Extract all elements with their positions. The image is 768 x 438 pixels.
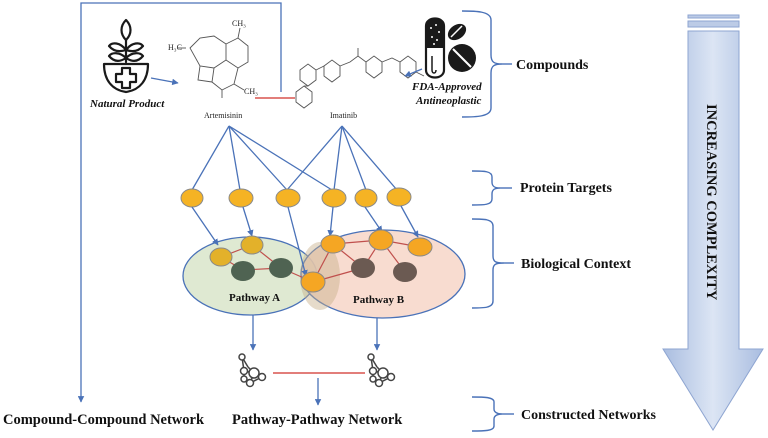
protein-target-node <box>275 188 301 208</box>
protein-target-node <box>321 188 347 208</box>
level-label-protein-targets: Protein Targets <box>520 181 612 196</box>
natural-product-label: Natural Product <box>89 98 165 110</box>
level-label-constructed-networks: Constructed Networks <box>521 408 656 423</box>
pathway-node-inactive <box>393 262 417 282</box>
protein-target-node <box>354 188 378 208</box>
protein-target-node <box>180 188 204 208</box>
pathway-shared-node <box>300 271 326 293</box>
pathway-b-network-icon <box>367 353 396 388</box>
pathway-network-label: Pathway-Pathway Network <box>232 412 403 428</box>
svg-text:H₃C: H₃C <box>168 43 182 52</box>
pathway-node-active <box>407 237 433 257</box>
compound-network-connector <box>77 2 282 403</box>
compound-target-edges <box>191 125 398 191</box>
level-label-compounds: Compounds <box>516 58 589 73</box>
pathway-node-inactive <box>351 258 375 278</box>
pathway-b-label: Pathway B <box>353 294 405 306</box>
brace-biological-context <box>471 218 514 309</box>
fda-label-line2: Antineoplastic <box>415 95 482 107</box>
fda-label-line1: FDA-Approved <box>411 81 482 93</box>
pathway-node-inactive <box>269 258 293 278</box>
protein-target-node <box>228 188 254 208</box>
pathway-node-inactive <box>231 261 255 281</box>
artemisinin-label: Artemisinin <box>204 111 242 120</box>
pathway-node-active <box>320 234 346 254</box>
brace-protein-targets <box>471 170 512 206</box>
target-pathway-edges <box>191 205 419 277</box>
pathway-b-nodes <box>300 229 433 293</box>
complexity-arrow-label: INCREASING COMPLEXITY <box>703 104 719 301</box>
pathway-a-nodes <box>209 235 293 281</box>
imatinib-structure <box>295 48 425 109</box>
pathway-a-network-icon <box>238 353 267 388</box>
compound-network-label: Compound-Compound Network <box>3 412 205 428</box>
brace-compounds <box>461 10 512 118</box>
natural-product-arrow <box>150 77 179 86</box>
pathway-node-active <box>240 235 264 255</box>
imatinib-label: Imatinib <box>330 111 357 120</box>
protein-targets <box>180 187 412 208</box>
complexity-arrow <box>662 14 764 431</box>
svg-text:CH₃: CH₃ <box>244 87 258 96</box>
pathway-node-active <box>209 247 233 267</box>
natural-product-icon <box>102 18 150 94</box>
brace-constructed-networks <box>471 396 514 432</box>
pathway-node-active <box>368 229 394 251</box>
pathway-a-label: Pathway A <box>229 292 280 304</box>
protein-target-node <box>386 187 412 207</box>
fda-drug-arrow <box>404 68 423 77</box>
artemisinin-structure: CH₃ H₃C CH₃ <box>168 19 258 98</box>
svg-text:CH₃: CH₃ <box>232 19 246 28</box>
level-label-biological-context: Biological Context <box>521 257 631 272</box>
fda-drug-icon <box>424 17 476 79</box>
